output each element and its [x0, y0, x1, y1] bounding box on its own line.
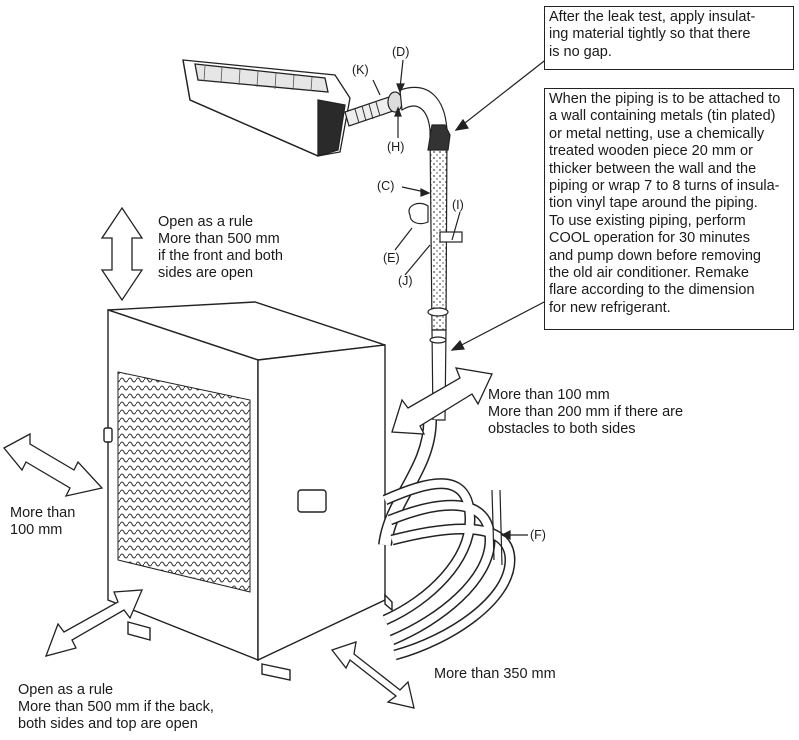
part-label-j: (J) [398, 274, 413, 288]
note-line: After the leak test, apply insulat- [549, 9, 756, 25]
part-label-f: (F) [530, 528, 546, 542]
indoor-unit [182, 59, 351, 157]
outdoor-unit [103, 301, 393, 681]
note-line: COOL operation for 30 minutes [549, 230, 750, 247]
note-line: or metal netting, use a chemically [549, 125, 765, 142]
left-clearance-text: More than 100 mm [10, 505, 75, 539]
note-line: To use existing piping, perform [549, 212, 746, 229]
note-line: ing material tightly so that there [549, 26, 751, 43]
pipe-clamps [408, 202, 463, 344]
part-label-d: (D) [392, 45, 410, 59]
text-line: More than 200 mm if there are [488, 404, 684, 420]
text-line: sides are open [158, 265, 254, 281]
part-label-i: (I) [452, 198, 464, 212]
right-clearance-text: More than 100 mm More than 200 mm if the… [488, 387, 683, 438]
note-line: thicker between the wall and the [549, 160, 757, 177]
back-clearance-text: Open as a rule More than 500 mm if the b… [18, 682, 214, 733]
part-label-h: (H) [387, 140, 405, 154]
note-line: and pump down before removing [549, 247, 761, 264]
leader-lines [372, 57, 549, 540]
note-line: tion vinyl tape around the piping. [549, 195, 758, 212]
text-line: both sides and top are open [18, 716, 198, 732]
note-line: When the piping is to be attached to [549, 91, 781, 107]
note-line: flare according to the dimension [549, 282, 755, 299]
back-clearance-arrow [44, 589, 144, 657]
text-line: if the front and both [158, 248, 283, 264]
top-clearance-arrow [100, 206, 144, 302]
note-line: is no gap. [549, 43, 612, 60]
insulation-note-box: After the leak test, apply insulat- ing … [544, 6, 794, 70]
indoor-piping [344, 86, 451, 421]
part-label-c: (C) [377, 179, 395, 193]
text-line: More than 100 mm [488, 387, 610, 403]
left-clearance-arrow [2, 432, 104, 497]
text-line: More than [10, 505, 76, 521]
note-line: treated wooden piece 20 mm or [549, 143, 753, 160]
text-line: More than 350 mm [434, 666, 556, 682]
text-line: obstacles to both sides [488, 421, 636, 437]
text-line: 100 mm [10, 522, 63, 538]
text-line: More than 500 mm [158, 231, 280, 247]
front-clearance-arrow [330, 641, 415, 709]
metal-wall-note-box: When the piping is to be attached to a w… [544, 88, 794, 330]
coiled-piping [378, 419, 516, 661]
text-line: More than 500 mm if the back, [18, 699, 214, 715]
top-clearance-text: Open as a rule More than 500 mm if the f… [158, 214, 283, 282]
text-line: Open as a rule [18, 682, 114, 698]
right-clearance-arrow [391, 367, 493, 435]
note-line: a wall containing metals (tin plated) [549, 108, 776, 125]
note-line: piping or wrap 7 to 8 turns of insula- [549, 178, 780, 195]
part-label-e: (E) [383, 251, 400, 265]
note-line: the old air conditioner. Remake [549, 265, 749, 282]
text-line: Open as a rule [158, 214, 254, 230]
note-line: for new refrigerant. [549, 299, 671, 316]
part-label-k: (K) [352, 63, 369, 77]
front-clearance-text: More than 350 mm [434, 666, 556, 683]
clearance-arrows [2, 206, 493, 709]
